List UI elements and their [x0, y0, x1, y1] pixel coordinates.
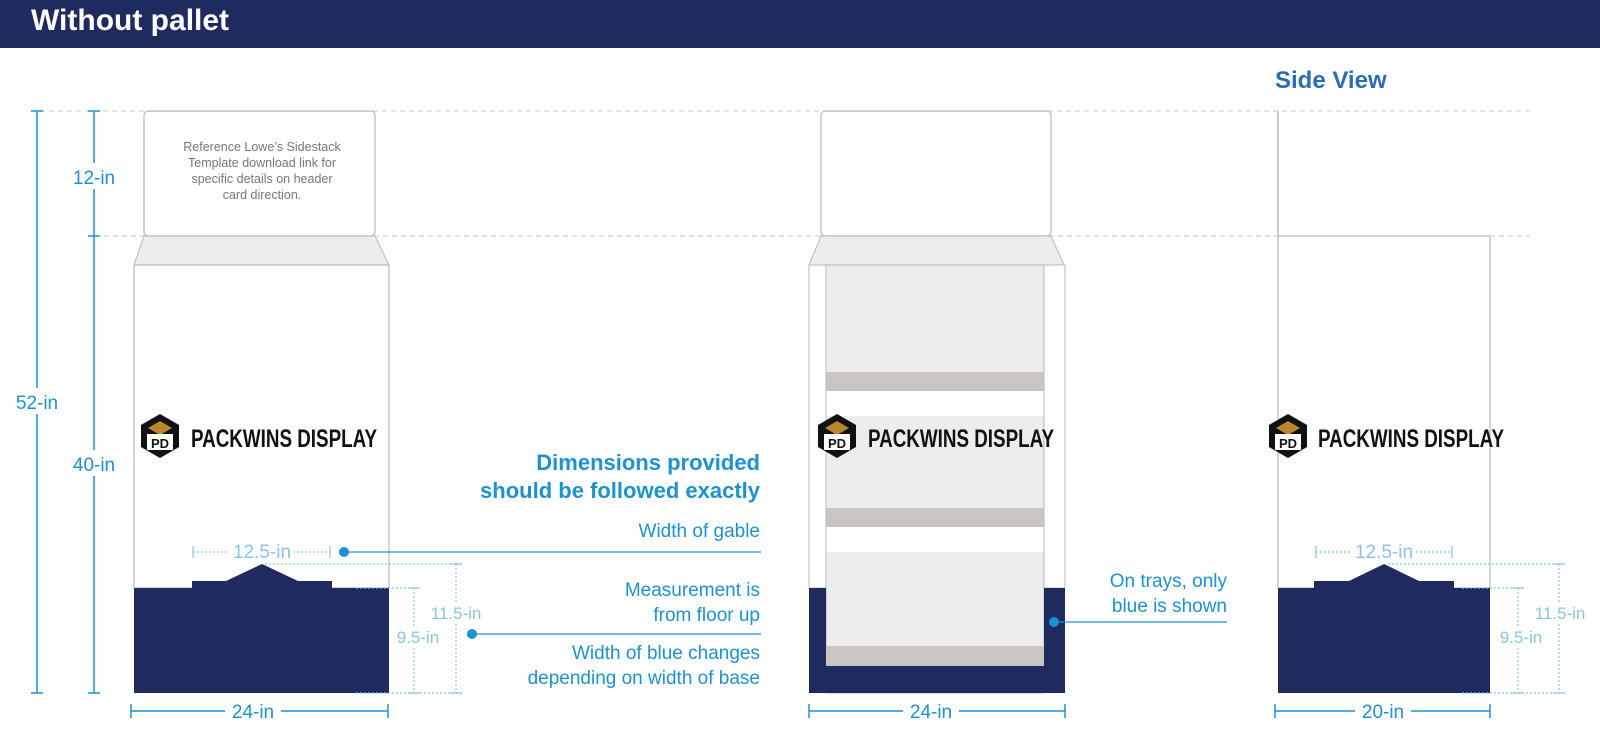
front-blue-base: [134, 588, 389, 693]
total-height-label: 52-in: [16, 393, 58, 414]
body-height-label: 40-in: [73, 455, 115, 476]
tray-note-line-2: blue is shown: [1112, 596, 1227, 617]
tray-view: PACKWINS DISPLAY: [808, 110, 1066, 694]
floor-callout-dot: [467, 629, 477, 639]
side-blue-height-label: 9.5-in: [1500, 628, 1543, 647]
tray-width-label: 24-in: [910, 702, 952, 723]
tray-header-card: [820, 110, 1052, 237]
tray-callout-dot: [1049, 617, 1059, 627]
notes: Dimensions provided should be followed e…: [480, 450, 761, 689]
side-gable: [1314, 564, 1454, 588]
side-view-title: Side View: [1275, 67, 1387, 94]
front-blue-height-label: 9.5-in: [397, 628, 440, 647]
front-gable-height-label: 11.5-in: [431, 604, 482, 623]
tray-brand-name: PACKWINS DISPLAY: [868, 425, 1054, 453]
shelf-1: [826, 372, 1044, 391]
side-view: PACKWINS DISPLAY: [1269, 111, 1504, 693]
gable-callout-dot: [339, 547, 349, 557]
header-bar: Without pallet: [0, 0, 1600, 48]
header-card-note: Reference Lowe’s Sidestack Template down…: [183, 140, 341, 202]
front-view: Reference Lowe’s Sidestack Template down…: [133, 110, 390, 693]
floor-note-line-2: from floor up: [653, 605, 760, 626]
headline-line-2: should be followed exactly: [480, 478, 761, 503]
gable-note: Width of gable: [639, 521, 760, 542]
side-body: [1277, 235, 1491, 589]
callout-lines: [344, 551, 761, 635]
tray-note-line-1: On trays, only: [1110, 571, 1228, 592]
side-width-label: 20-in: [1362, 702, 1404, 723]
shelf-2: [826, 508, 1044, 527]
headline-line-1: Dimensions provided: [536, 450, 760, 475]
header-height-label: 12-in: [73, 168, 115, 189]
page-title: Without pallet: [31, 4, 230, 37]
header-note-line-4: card direction.: [223, 188, 302, 202]
header-note-line-3: specific details on header: [191, 172, 332, 186]
side-gable-height-label: 11.5-in: [1535, 604, 1586, 623]
front-brand-name: PACKWINS DISPLAY: [191, 425, 377, 453]
side-blue-base: [1278, 588, 1490, 693]
tray-interior: [825, 264, 1045, 694]
front-gable: [192, 564, 332, 588]
side-gable-width-label: 12.5-in: [1355, 542, 1413, 563]
tray-blue-base: [826, 666, 1044, 693]
blue-width-note-line-2: depending on width of base: [528, 668, 760, 689]
front-width-label: 24-in: [232, 702, 274, 723]
shelf-3: [826, 646, 1044, 666]
header-note-line-2: Template download link for: [188, 156, 336, 170]
blue-width-note-line-1: Width of blue changes: [572, 643, 760, 664]
header-note-line-1: Reference Lowe’s Sidestack: [183, 140, 341, 154]
front-gable-width-label: 12.5-in: [233, 542, 291, 563]
floor-note-line-1: Measurement is: [625, 580, 760, 601]
side-brand-name: PACKWINS DISPLAY: [1318, 425, 1504, 453]
